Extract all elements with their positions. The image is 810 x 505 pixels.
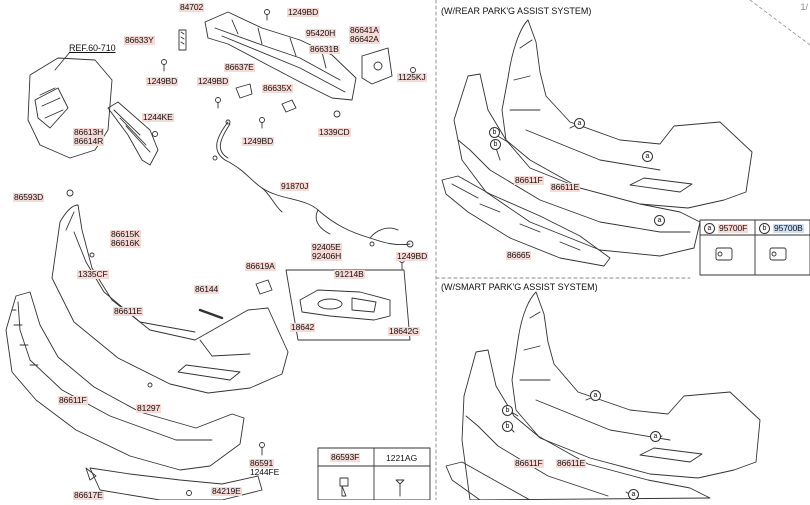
lower-trim (89, 467, 263, 501)
bracket-86641A (361, 47, 393, 85)
label-ref[interactable]: REF.60-710 (69, 43, 116, 53)
label-rb-86611F[interactable]: 86611F (514, 458, 544, 468)
label-1249BD-c[interactable]: 1249BD (197, 76, 230, 86)
table-cell-1221AG[interactable]: 1221AG (386, 453, 418, 463)
label-1249BD-b[interactable]: 1249BD (146, 76, 179, 86)
wiring-harness (216, 121, 411, 246)
bumper-lower-left (5, 291, 245, 471)
legend-marker-b: b (759, 223, 770, 234)
reflector-86619A (255, 279, 273, 295)
body-panel-window (34, 87, 69, 129)
fog-lamp (299, 289, 391, 321)
label-86619A[interactable]: 86619A (245, 261, 276, 271)
sensor-a (715, 247, 733, 261)
label-86617E[interactable]: 86617E (73, 490, 104, 500)
label-1244KE[interactable]: 1244KE (142, 112, 174, 122)
table-cell-86593F[interactable]: 86593F (330, 452, 361, 462)
label-1335CF[interactable]: 1335CF (77, 269, 109, 279)
marker-rt-b1: b (489, 127, 500, 138)
label-1249BD-e[interactable]: 1249BD (396, 251, 429, 261)
section-header-rear-park: (W/REAR PARK'G ASSIST SYSTEM) (441, 6, 592, 16)
label-95420H[interactable]: 95420H (305, 28, 337, 38)
label-86611E[interactable]: 86611E (113, 306, 144, 316)
label-1244FE[interactable]: 1244FE (250, 467, 280, 477)
label-1125KJ[interactable]: 1125KJ (397, 72, 427, 82)
label-92405E[interactable]: 92405E (311, 242, 342, 252)
label-86614R[interactable]: 86614R (73, 136, 105, 146)
ref-leader (54, 51, 71, 71)
label-86615K[interactable]: 86615K (110, 229, 141, 239)
marker-rt-a1: a (574, 118, 585, 129)
label-86633Y[interactable]: 86633Y (124, 35, 155, 45)
label-86641A[interactable]: 86641A (349, 25, 380, 35)
label-86593D[interactable]: 86593D (13, 192, 45, 202)
label-rt-86611F[interactable]: 86611F (514, 175, 544, 185)
label-92406H[interactable]: 92406H (311, 251, 343, 261)
marker-rt-b2: b (490, 139, 501, 150)
label-84702[interactable]: 84702 (179, 2, 205, 12)
label-rb-86611E[interactable]: 86611E (556, 458, 587, 468)
label-86613H[interactable]: 86613H (73, 127, 105, 137)
label-91870J[interactable]: 91870J (280, 181, 310, 191)
label-86635X[interactable]: 86635X (262, 83, 293, 93)
label-86611F[interactable]: 86611F (58, 395, 88, 405)
marker-rb-a2: a (650, 431, 661, 442)
bumper-beam (204, 11, 357, 101)
label-81297[interactable]: 81297 (136, 403, 162, 413)
label-86616K[interactable]: 86616K (110, 238, 141, 248)
label-1249BD-d[interactable]: 1249BD (242, 136, 275, 146)
bar-86144 (198, 308, 224, 320)
label-86642A[interactable]: 86642A (349, 34, 380, 44)
legend-code-95700B[interactable]: 95700B (773, 223, 804, 233)
bumper-extension-86665 (441, 175, 611, 267)
marker-rb-b2: b (502, 421, 513, 432)
label-rt-86665[interactable]: 86665 (506, 250, 532, 260)
bracket-84702 (178, 29, 187, 51)
label-86591[interactable]: 86591 (249, 458, 275, 468)
side-bracket (107, 101, 159, 166)
sensor-b (769, 247, 787, 261)
label-84219E[interactable]: 84219E (211, 486, 242, 496)
label-1249BD-a[interactable]: 1249BD (287, 7, 320, 17)
marker-rb-a1: a (590, 390, 601, 401)
page-number: 1/ (800, 2, 808, 12)
marker-rt-a3: a (654, 215, 665, 226)
bumper-cover-smart-park (511, 291, 761, 479)
bumper-lower-smart-park (461, 349, 711, 501)
label-86144[interactable]: 86144 (194, 284, 220, 294)
label-86637E[interactable]: 86637E (224, 62, 255, 72)
marker-rb-b1: b (502, 405, 513, 416)
label-86631B[interactable]: 86631B (309, 44, 340, 54)
label-18642[interactable]: 18642 (290, 322, 316, 332)
bumper-cover-left (51, 204, 289, 394)
label-91214B[interactable]: 91214B (334, 269, 365, 279)
legend-marker-a: a (704, 223, 715, 234)
label-1339CD[interactable]: 1339CD (318, 127, 351, 137)
legend-code-95700F[interactable]: 95700F (718, 223, 749, 233)
marker-rb-a3: a (628, 489, 639, 500)
marker-rt-a2: a (642, 151, 653, 162)
label-18642G[interactable]: 18642G (388, 326, 420, 336)
bumper-lower-rear-park (453, 73, 701, 257)
corner-divider (749, 0, 810, 46)
section-header-smart-park: (W/SMART PARK'G ASSIST SYSTEM) (441, 282, 598, 292)
label-rt-86611E[interactable]: 86611E (550, 182, 581, 192)
